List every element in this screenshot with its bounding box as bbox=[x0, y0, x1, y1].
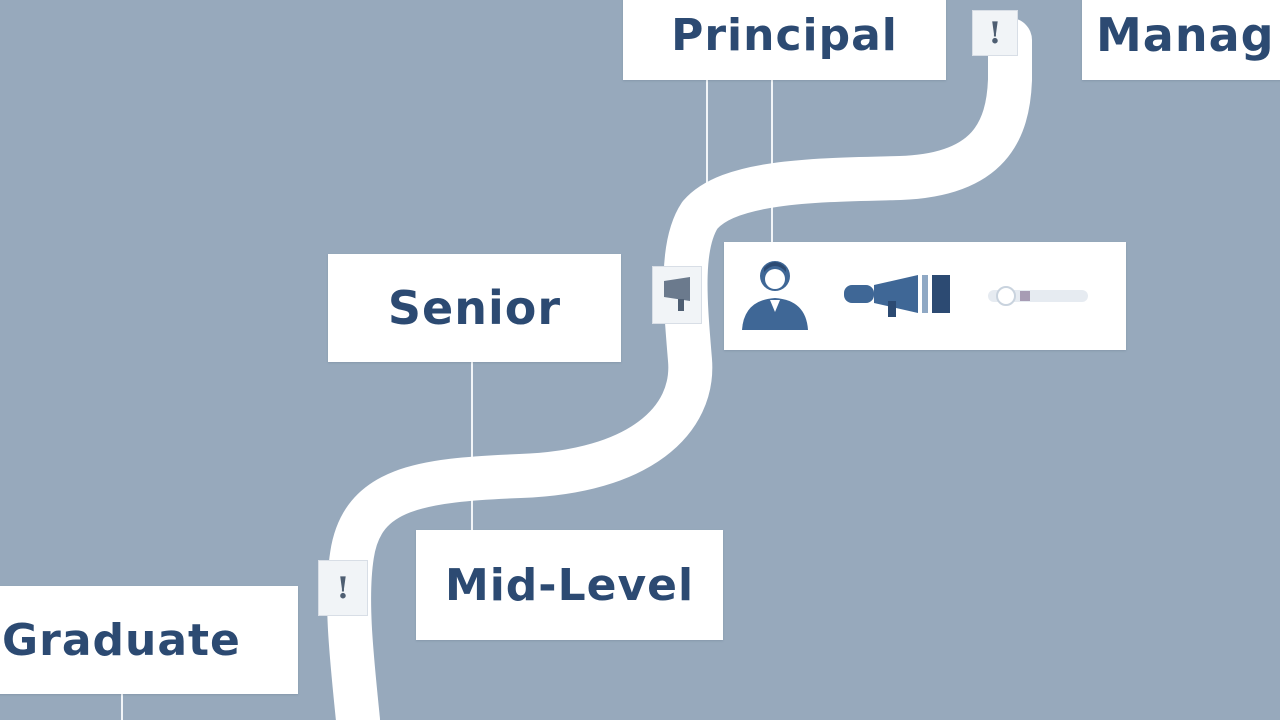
stage-card-manager: Manag bbox=[1082, 0, 1280, 80]
path-marker-top: ! bbox=[972, 10, 1018, 56]
stage-card-senior: Senior bbox=[328, 254, 621, 362]
stage-card-principal: Principal bbox=[623, 0, 946, 80]
toggle-icon bbox=[988, 286, 1088, 306]
stage-card-graduate: Graduate bbox=[0, 586, 298, 694]
stage-label-midlevel: Mid-Level bbox=[444, 559, 695, 611]
exclamation-icon: ! bbox=[988, 15, 1002, 51]
career-path bbox=[327, 18, 1032, 720]
icon-card bbox=[724, 242, 1126, 350]
megaphone-icon bbox=[844, 275, 950, 317]
exclamation-icon: ! bbox=[336, 570, 350, 606]
stage-label-principal: Principal bbox=[671, 9, 898, 61]
path-marker-middle bbox=[652, 266, 702, 324]
person-icon bbox=[742, 261, 808, 330]
stage-label-senior: Senior bbox=[387, 281, 562, 335]
stage-label-manager: Manag bbox=[1096, 8, 1275, 62]
path-marker-bottom: ! bbox=[318, 560, 368, 616]
megaphone-icon bbox=[664, 277, 690, 311]
stage-card-midlevel: Mid-Level bbox=[416, 530, 723, 640]
stage-label-graduate: Graduate bbox=[2, 614, 241, 666]
